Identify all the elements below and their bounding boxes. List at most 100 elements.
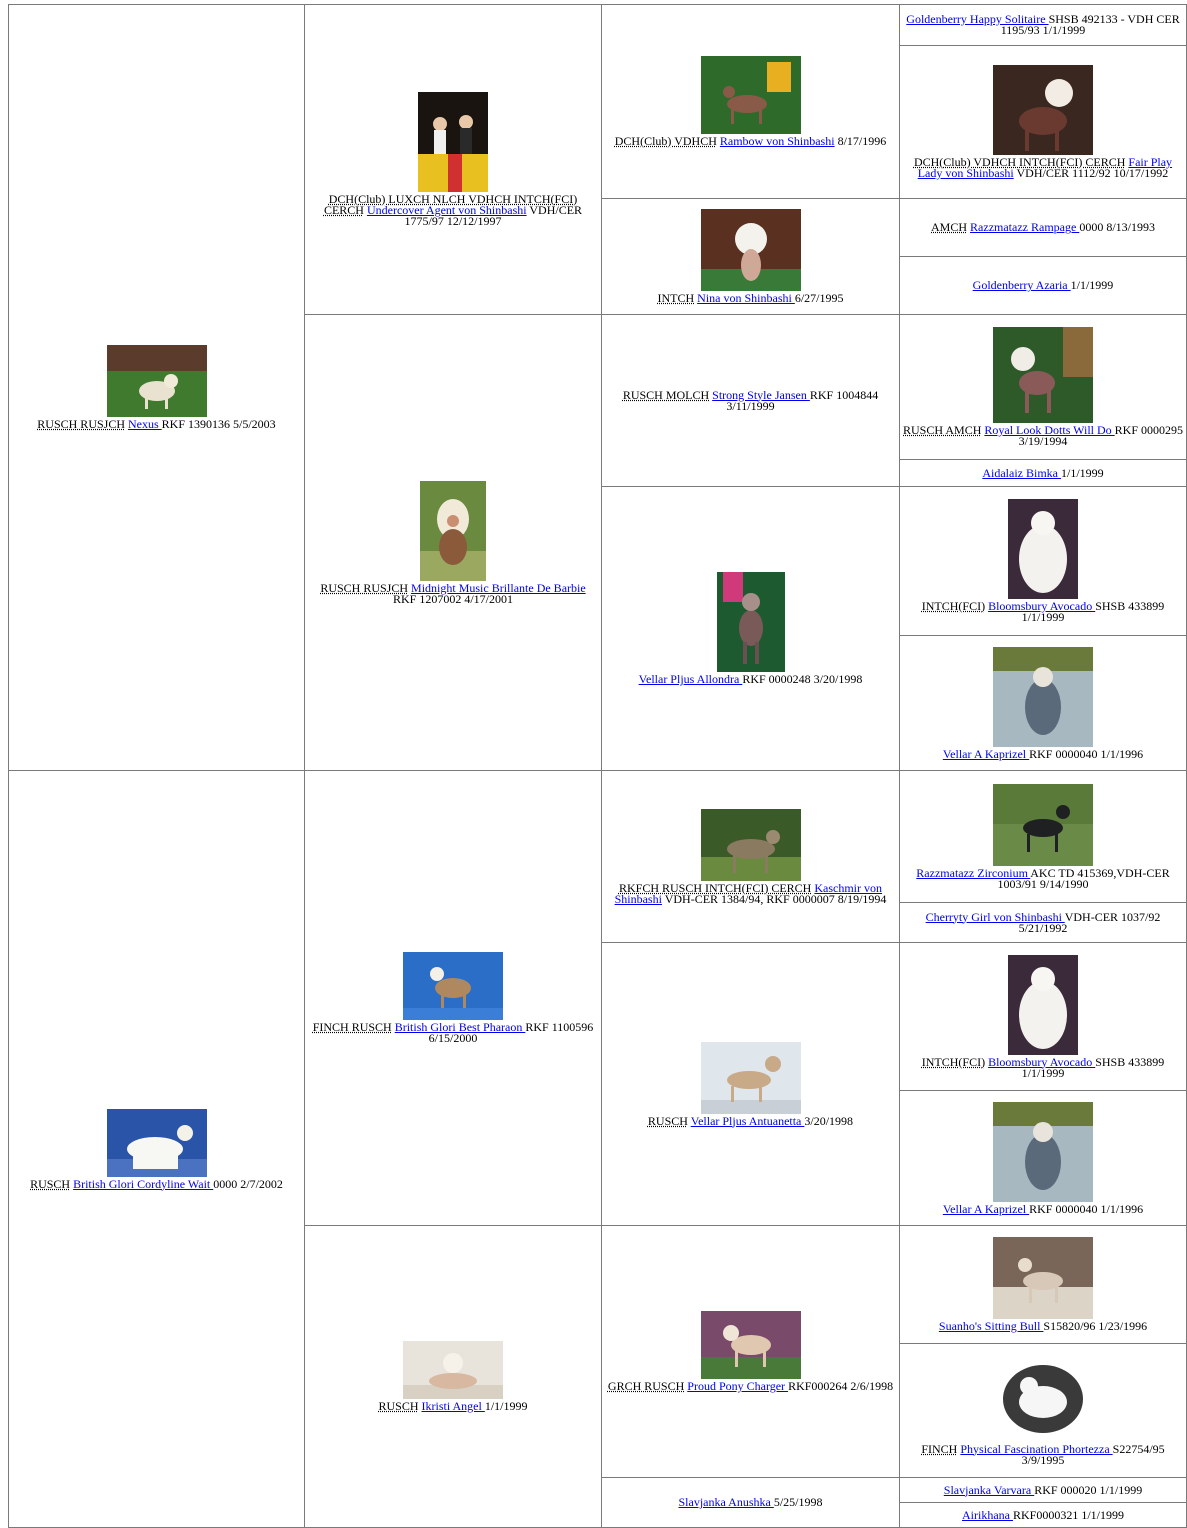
dog-photo[interactable] bbox=[700, 1041, 801, 1114]
pedigree-cell-great-grandparent: Airikhana RKF0000321 1/1/1999 bbox=[899, 1502, 1187, 1528]
dog-info: 3/20/1998 bbox=[804, 1113, 854, 1128]
dog-photo[interactable] bbox=[418, 92, 488, 192]
dog-link[interactable]: Nina von Shinbashi bbox=[697, 291, 795, 305]
dog-link[interactable]: Goldenberry Happy Solitaire bbox=[906, 12, 1049, 26]
dog-link[interactable]: Strong Style Jansen bbox=[712, 387, 810, 402]
dog-titles: RUSCH RUSJCH bbox=[37, 417, 125, 431]
dog-photo[interactable] bbox=[700, 808, 801, 881]
dog-link[interactable]: Vellar A Kaprizel bbox=[942, 1201, 1030, 1216]
pedigree-cell-great-grandparent: AMCH Razzmatazz Rampage 0000 8/13/1993 bbox=[899, 198, 1187, 257]
dog-info: 0000 8/13/1993 bbox=[1079, 220, 1155, 234]
dog-link[interactable]: Bloomsbury Avocado bbox=[988, 599, 1096, 613]
dog-titles: RUSCH bbox=[30, 1176, 71, 1191]
dog-photo[interactable] bbox=[420, 480, 486, 581]
dog-link[interactable]: Nexus bbox=[128, 417, 162, 431]
dog-photo[interactable] bbox=[993, 1355, 1093, 1442]
dog-photo[interactable] bbox=[993, 783, 1093, 866]
dog-photo[interactable] bbox=[403, 1341, 503, 1399]
dog-link[interactable]: Aidalaiz Bimka bbox=[982, 465, 1061, 480]
dog-info: SHSB 433899 1/1/1999 bbox=[1021, 1054, 1165, 1080]
dog-info: 5/25/1998 bbox=[773, 1495, 823, 1509]
dog-info: RKF 1100596 6/15/2000 bbox=[428, 1020, 594, 1045]
dog-photo[interactable] bbox=[1008, 954, 1078, 1055]
dog-link[interactable]: Vellar A Kaprizel bbox=[942, 746, 1030, 761]
pedigree-cell-sire: RUSCH RUSJCH Nexus RKF 1390136 5/5/2003 bbox=[8, 4, 305, 771]
dog-info: VDH-CER 1037/92 5/21/1992 bbox=[1018, 909, 1161, 935]
dog-info: RKF 1207002 4/17/2001 bbox=[392, 591, 513, 606]
dog-info: RKF 0000248 3/20/1998 bbox=[742, 672, 863, 686]
dog-info: RKF 0000040 1/1/1996 bbox=[1029, 746, 1144, 761]
pedigree-cell-great-grandparent: Cherryty Girl von Shinbashi VDH-CER 1037… bbox=[899, 902, 1187, 943]
dog-photo[interactable] bbox=[403, 952, 503, 1020]
dog-link[interactable]: Rambow von Shinbashi bbox=[719, 134, 835, 148]
dog-titles: FINCH RUSCH bbox=[312, 1020, 392, 1034]
pedigree-cell-great-grandparent: INTCH(FCI) Bloomsbury Avocado SHSB 43389… bbox=[899, 486, 1187, 636]
dog-titles: INTCH(FCI) bbox=[921, 1054, 986, 1069]
pedigree-cell-great-grandparent: RUSCH AMCH Royal Look Dotts Will Do RKF … bbox=[899, 314, 1187, 460]
dog-link[interactable]: Undercover Agent von Shinbashi bbox=[366, 203, 527, 217]
pedigree-cell-parent: FINCH RUSCH British Glori Best Pharaon R… bbox=[304, 770, 602, 1226]
dog-info: AKC TD 415369,VDH-CER 1003/91 9/14/1990 bbox=[997, 865, 1170, 891]
dog-info: S22754/95 3/9/1995 bbox=[1021, 1441, 1165, 1467]
pedigree-cell-parent: RUSCH Ikristi Angel 1/1/1999 bbox=[304, 1225, 602, 1528]
dog-link[interactable]: British Glori Cordyline Wait bbox=[73, 1176, 214, 1191]
dog-link[interactable]: Cherryty Girl von Shinbashi bbox=[925, 909, 1065, 924]
dog-link[interactable]: Airikhana bbox=[962, 1507, 1013, 1522]
dog-link[interactable]: British Glori Best Pharaon bbox=[394, 1020, 526, 1034]
dog-titles: RUSCH RUSJCH bbox=[320, 580, 409, 595]
dog-link[interactable]: Razzmatazz Zirconium bbox=[916, 865, 1031, 880]
dog-info: 0000 2/7/2002 bbox=[213, 1176, 283, 1191]
dog-link[interactable]: Kaschmir von Shinbashi bbox=[614, 880, 883, 906]
dog-link[interactable]: Fair Play Lady von Shinbashi bbox=[917, 155, 1173, 180]
dog-photo[interactable] bbox=[106, 1108, 207, 1177]
pedigree-cell-great-grandparent: FINCH Physical Fascination Phortezza S22… bbox=[899, 1343, 1187, 1478]
dog-photo[interactable] bbox=[993, 327, 1093, 423]
dog-link[interactable]: Razzmatazz Rampage bbox=[970, 220, 1080, 234]
dog-photo[interactable] bbox=[700, 209, 801, 291]
pedigree-cell-great-grandparent: Goldenberry Happy Solitaire SHSB 492133 … bbox=[899, 4, 1187, 46]
dog-link[interactable]: Slavjanka Anushka bbox=[678, 1495, 774, 1509]
dog-titles: RUSCH AMCH bbox=[903, 423, 982, 437]
dog-link[interactable]: Vellar Pljus Antuanetta bbox=[690, 1113, 805, 1128]
dog-info: SHSB 433899 1/1/1999 bbox=[1021, 599, 1165, 624]
dog-link[interactable]: Bloomsbury Avocado bbox=[988, 1054, 1096, 1069]
dog-info: RKF 0000040 1/1/1996 bbox=[1029, 1201, 1144, 1216]
dog-info: SHSB 492133 - VDH CER 1195/93 1/1/1999 bbox=[1000, 12, 1180, 37]
dog-photo[interactable] bbox=[993, 1237, 1093, 1319]
dog-photo[interactable] bbox=[700, 1311, 801, 1379]
dog-photo[interactable] bbox=[106, 345, 207, 417]
dog-info: 1/1/1999 bbox=[484, 1399, 528, 1413]
dog-titles: RUSCH bbox=[647, 1113, 688, 1128]
pedigree-cell-grandparent: INTCH Nina von Shinbashi 6/27/1995 bbox=[601, 198, 900, 315]
dog-link[interactable]: Suanho's Sitting Bull bbox=[938, 1319, 1044, 1333]
pedigree-cell-great-grandparent: Aidalaiz Bimka 1/1/1999 bbox=[899, 459, 1187, 487]
dog-info: VDH/CER 1112/92 10/17/1992 bbox=[1013, 166, 1169, 180]
pedigree-cell-grandparent: Vellar Pljus Allondra RKF 0000248 3/20/1… bbox=[601, 486, 900, 771]
dog-info: RKF0000321 1/1/1999 bbox=[1012, 1507, 1124, 1522]
dog-link[interactable]: Slavjanka Varvara bbox=[943, 1482, 1035, 1497]
dog-info: VDH-CER 1384/94, RKF 0000007 8/19/1994 bbox=[661, 891, 887, 906]
dog-titles: RUSCH MOLCH bbox=[622, 387, 710, 402]
dog-photo[interactable] bbox=[993, 1101, 1093, 1202]
dog-titles: INTCH bbox=[657, 291, 695, 305]
dog-link[interactable]: Ikristi Angel bbox=[421, 1399, 485, 1413]
dog-link[interactable]: Midnight Music Brillante De Barbie bbox=[411, 580, 586, 595]
dog-titles: RUSCH bbox=[378, 1399, 419, 1413]
dog-photo[interactable] bbox=[700, 56, 801, 134]
dog-photo[interactable] bbox=[993, 646, 1093, 747]
dog-photo[interactable] bbox=[716, 572, 785, 672]
dog-photo[interactable] bbox=[993, 65, 1093, 155]
dog-titles: INTCH(FCI) bbox=[921, 599, 986, 613]
dog-link[interactable]: Physical Fascination Phortezza bbox=[960, 1441, 1113, 1456]
dog-photo[interactable] bbox=[1008, 499, 1078, 599]
dog-info: 1/1/1999 bbox=[1070, 278, 1114, 292]
dog-titles: GRCH RUSCH bbox=[607, 1379, 685, 1393]
dog-info: RKF 0000295 3/19/1994 bbox=[1018, 423, 1183, 448]
pedigree-cell-grandparent: RKFCH RUSCH INTCH(FCI) CERCH Kaschmir vo… bbox=[601, 770, 900, 943]
dog-link[interactable]: Goldenberry Azaria bbox=[972, 278, 1071, 292]
dog-link[interactable]: Royal Look Dotts Will Do bbox=[984, 423, 1115, 437]
dog-link[interactable]: Proud Pony Charger bbox=[687, 1379, 789, 1393]
pedigree-cell-great-grandparent: Slavjanka Varvara RKF 000020 1/1/1999 bbox=[899, 1477, 1187, 1503]
dog-link[interactable]: Vellar Pljus Allondra bbox=[638, 672, 743, 686]
pedigree-cell-great-grandparent: Vellar A Kaprizel RKF 0000040 1/1/1996 bbox=[899, 1090, 1187, 1226]
